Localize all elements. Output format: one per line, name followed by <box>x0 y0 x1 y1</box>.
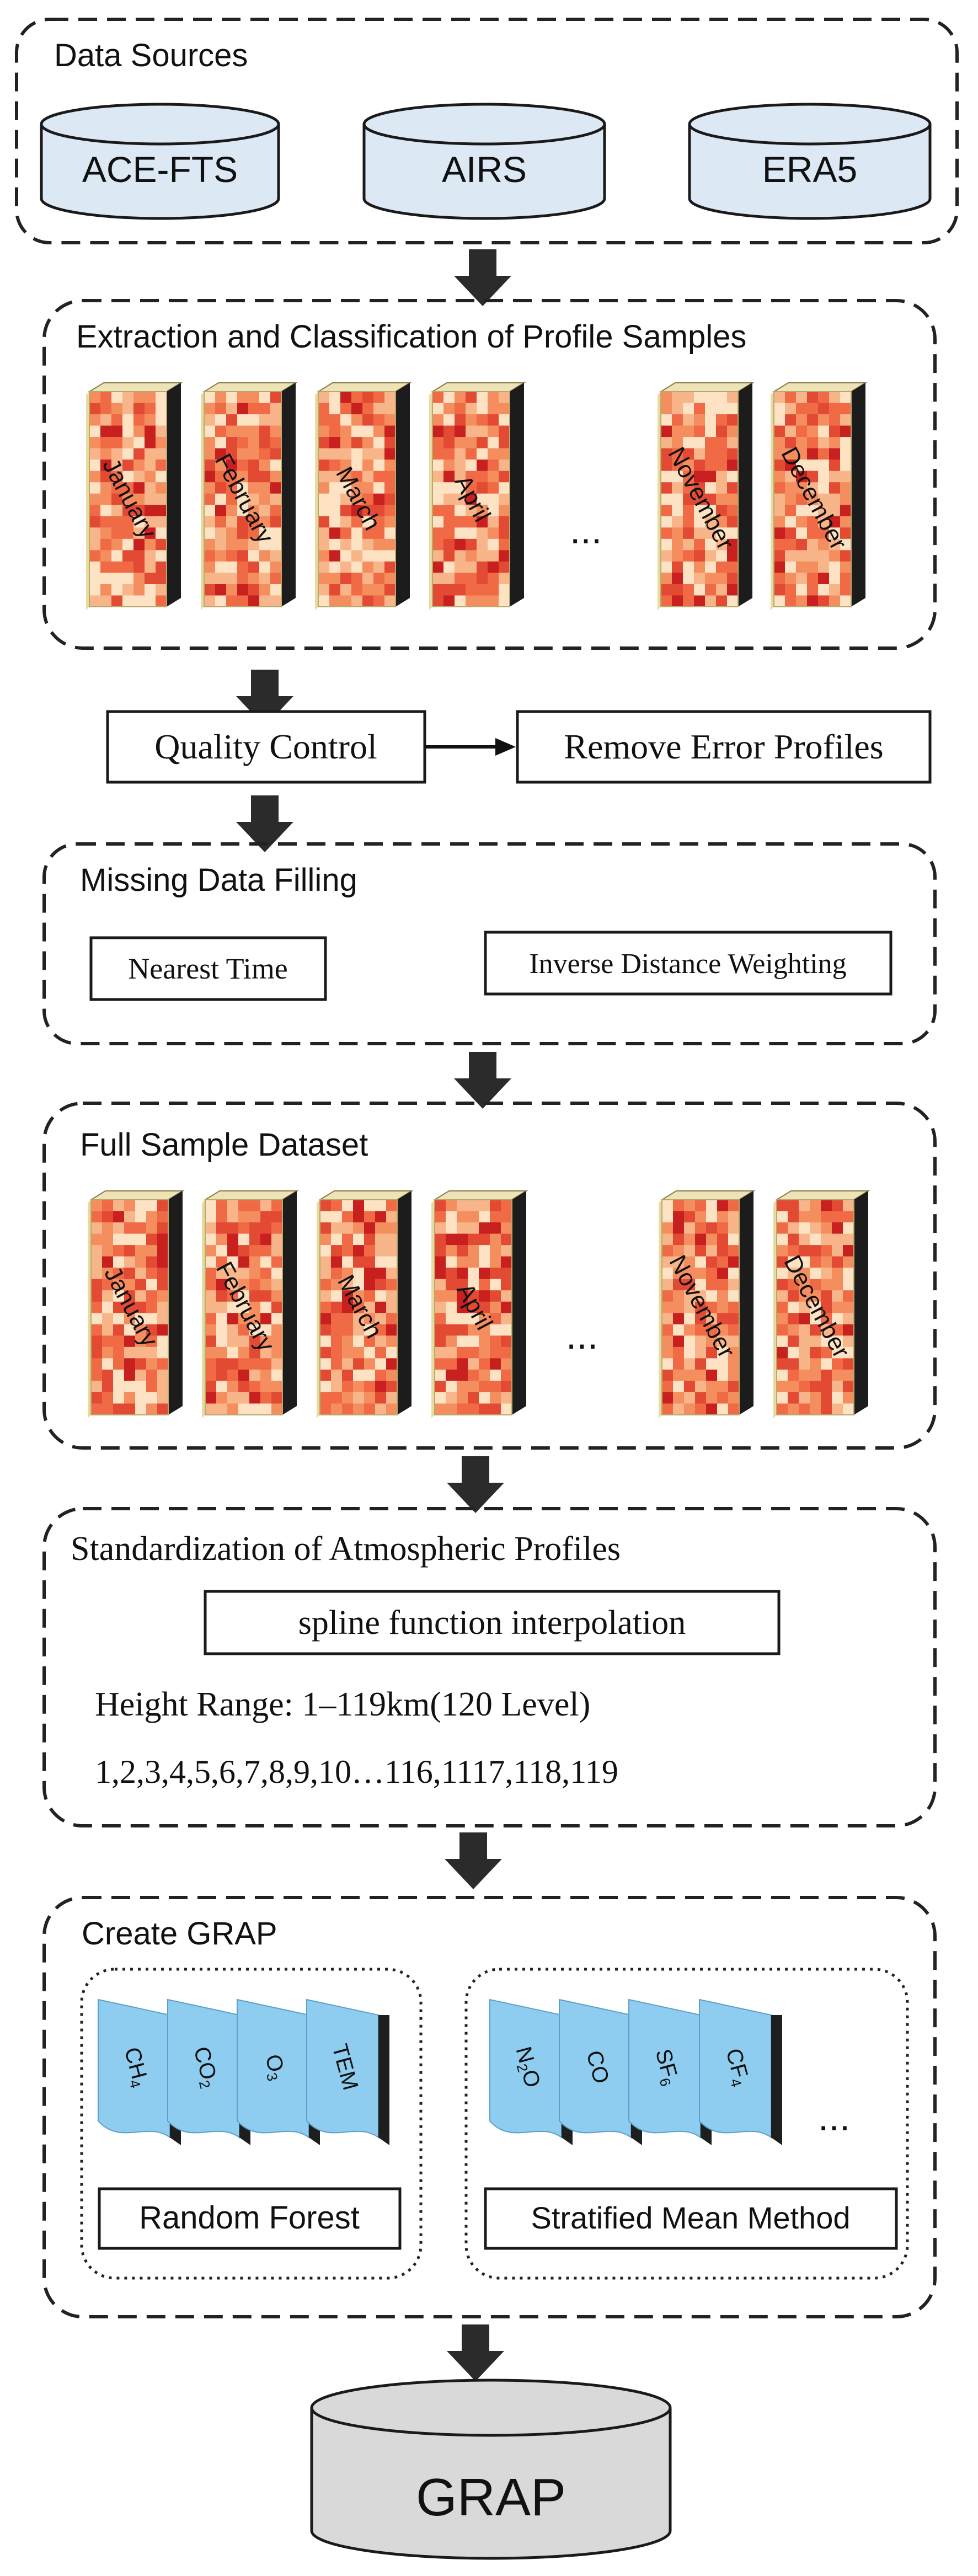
random-forest-group <box>80 1968 423 2280</box>
full-sample-card-march: March <box>317 1190 414 1418</box>
extraction-ellipsis: ... <box>570 509 602 552</box>
arrow-down-icon <box>454 249 511 306</box>
airs-cylinder: AIRS <box>362 103 606 220</box>
extraction-card-march: March <box>315 382 412 610</box>
arrow-down-icon <box>454 1052 511 1109</box>
stratified-mean-label: Stratified Mean Method <box>531 2200 851 2235</box>
extraction-panel: Extraction and Classification of Profile… <box>42 299 937 650</box>
grap-ellipsis: ... <box>818 2096 850 2139</box>
missing-data-title: Missing Data Filling <box>80 862 357 898</box>
extraction-card-april: April <box>429 382 526 610</box>
full-sample-ellipsis: ... <box>566 1314 598 1357</box>
spline-box <box>204 1590 781 1655</box>
extraction-card-december: December <box>771 382 868 610</box>
nearest-time-label: Nearest Time <box>128 952 288 985</box>
levels-text: 1,2,3,4,5,6,7,8,9,10…116,1117,118,119 <box>95 1754 618 1790</box>
spline-label: spline function interpolation <box>298 1604 686 1642</box>
data-sources-title: Data Sources <box>54 38 248 73</box>
extraction-card-november: November <box>658 382 755 610</box>
full-sample-frame <box>42 1102 937 1450</box>
missing-data-frame <box>42 842 937 1045</box>
remove-error-profiles-label: Remove Error Profiles <box>564 727 883 766</box>
extraction-frame <box>42 299 937 650</box>
full-sample-card-november: November <box>659 1190 756 1418</box>
extraction-card-february: February <box>201 382 298 610</box>
idw-label: Inverse Distance Weighting <box>529 948 846 980</box>
full-sample-card-december: December <box>773 1190 870 1418</box>
remove-error-profiles-box <box>516 710 932 784</box>
airs-label: AIRS <box>442 149 527 190</box>
missing-data-panel: Missing Data Filling Nearest Time Invers… <box>42 842 937 1045</box>
stratified-mean-group <box>464 1968 909 2280</box>
grap-output-cylinder: GRAP <box>310 2379 672 2560</box>
arrow-down-icon <box>447 1456 504 1513</box>
quality-control-box <box>106 710 426 784</box>
ace-fts-cylinder: ACE-FTS <box>40 103 280 220</box>
quality-control-label: Quality Control <box>154 727 377 766</box>
era5-cylinder: ERA5 <box>688 103 932 220</box>
data-sources-panel: Data Sources ACE-FTS AIRS ERA5 <box>15 18 959 244</box>
create-grap-frame <box>42 1896 937 2318</box>
random-forest-label: Random Forest <box>139 2200 360 2236</box>
extraction-card-january: January <box>86 382 183 610</box>
data-sources-frame <box>15 18 959 244</box>
nearest-time-box <box>89 936 327 1001</box>
ace-fts-label: ACE-FTS <box>82 149 238 190</box>
create-grap-title: Create GRAP <box>82 1916 277 1952</box>
standardization-panel: Standardization of Atmospheric Profiles … <box>42 1507 937 1827</box>
random-forest-box <box>98 2187 402 2250</box>
extraction-title: Extraction and Classification of Profile… <box>76 319 746 355</box>
standardization-title: Standardization of Atmospheric Profiles <box>71 1530 621 1568</box>
full-sample-card-february: February <box>202 1190 299 1418</box>
group1-gas-card: CH4 <box>98 1998 181 2145</box>
full-sample-card-april: April <box>431 1190 528 1418</box>
full-sample-title: Full Sample Dataset <box>80 1127 368 1163</box>
standardization-frame <box>42 1507 937 1827</box>
era5-label: ERA5 <box>762 149 857 190</box>
group1-gas-card: TEM <box>306 1998 389 2145</box>
stratified-mean-box <box>484 2187 898 2250</box>
grap-output-label: GRAP <box>416 2468 566 2527</box>
arrow-down-icon <box>447 2324 504 2381</box>
idw-box <box>484 931 893 996</box>
group2-gas-card: CF4 <box>699 1998 782 2145</box>
arrow-down-icon <box>445 1832 502 1889</box>
arrow-right-icon <box>495 738 516 756</box>
height-range-text: Height Range: 1–119km(120 Level) <box>95 1686 590 1723</box>
full-sample-card-january: January <box>88 1190 185 1418</box>
quality-control-row: Quality Control Remove Error Profiles <box>106 710 932 784</box>
